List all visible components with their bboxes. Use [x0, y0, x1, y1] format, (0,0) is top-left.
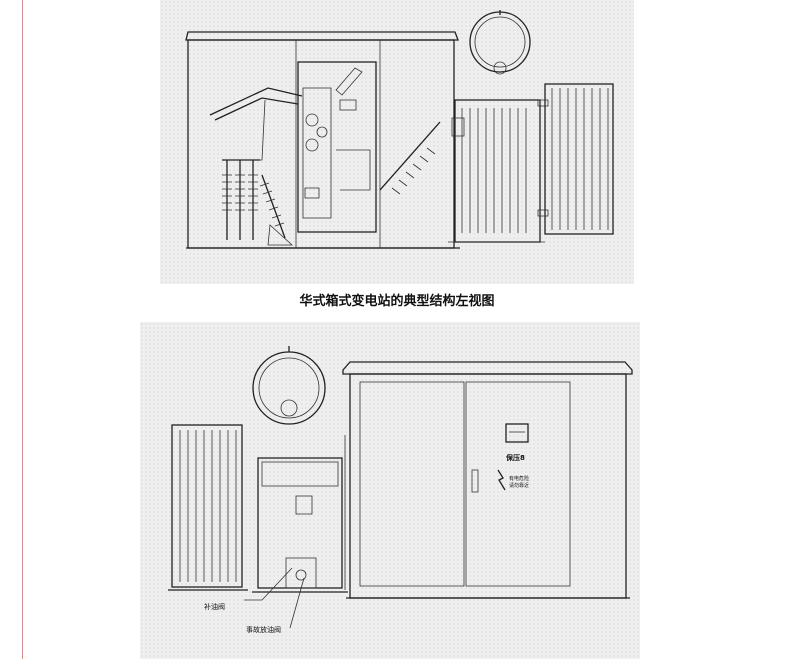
switch-arm-lower	[214, 97, 299, 121]
warning-line-2: 请勿靠近	[509, 482, 529, 489]
door-handle	[471, 469, 479, 493]
conservator-tank	[469, 11, 531, 73]
radiator	[544, 83, 614, 235]
door-right	[465, 381, 571, 587]
roof	[185, 31, 459, 41]
breaker-knob-2	[305, 138, 319, 152]
insulator-base	[267, 224, 294, 246]
tilted-insulator	[261, 174, 286, 239]
leader-bottom	[289, 577, 305, 629]
left-view-drawing	[185, 10, 614, 249]
radiator-front	[171, 424, 243, 588]
breaker-knob-3	[316, 126, 328, 138]
valve-box	[285, 557, 317, 589]
lightning-icon	[497, 469, 506, 491]
figure-caption: 华式箱式变电站的典型结构左视图	[299, 294, 495, 309]
transformer-body	[454, 99, 541, 243]
nameplate	[295, 495, 313, 515]
meter-box	[339, 99, 357, 111]
ct-box	[304, 187, 320, 199]
warning-line-1: 有电危险	[509, 475, 529, 482]
oil-gauge-front	[280, 399, 298, 417]
conservator-tank-front	[252, 351, 326, 425]
page-margin-line	[22, 0, 23, 659]
valve-label-top: 补油阀	[204, 602, 225, 611]
leader-top	[244, 567, 293, 601]
oil-gauge	[493, 61, 507, 75]
enclosure-outline	[187, 39, 455, 249]
radiator-fins	[551, 88, 609, 230]
bushing-box	[451, 117, 465, 137]
connection-lead	[240, 99, 266, 161]
breaker-knob-1	[305, 113, 319, 127]
transformer-front-body	[257, 457, 343, 589]
front-view-drawing: 保压8 有电危险 请勿靠近 补油阀 事故放油阀	[168, 346, 633, 634]
surge-arresters	[222, 159, 260, 240]
breaker-frame	[302, 87, 332, 219]
enclosure-roof	[342, 361, 633, 375]
door-plate	[505, 423, 529, 443]
radiator-front-fins	[179, 430, 237, 582]
busbar	[336, 149, 371, 191]
switchgear-cabinet	[297, 61, 377, 233]
switch-arm-upper	[209, 87, 303, 116]
transformer-fins	[461, 108, 527, 233]
left-view-panel	[160, 0, 634, 284]
enclosure-front	[349, 373, 627, 599]
front-view-panel	[140, 322, 640, 659]
door-left	[359, 381, 465, 587]
fuse-link	[335, 67, 363, 96]
valve-label-bottom: 事故放油阀	[246, 625, 281, 634]
door-sign: 保压8	[505, 453, 525, 462]
cable-insulators	[391, 147, 436, 195]
hv-cable	[379, 121, 441, 191]
